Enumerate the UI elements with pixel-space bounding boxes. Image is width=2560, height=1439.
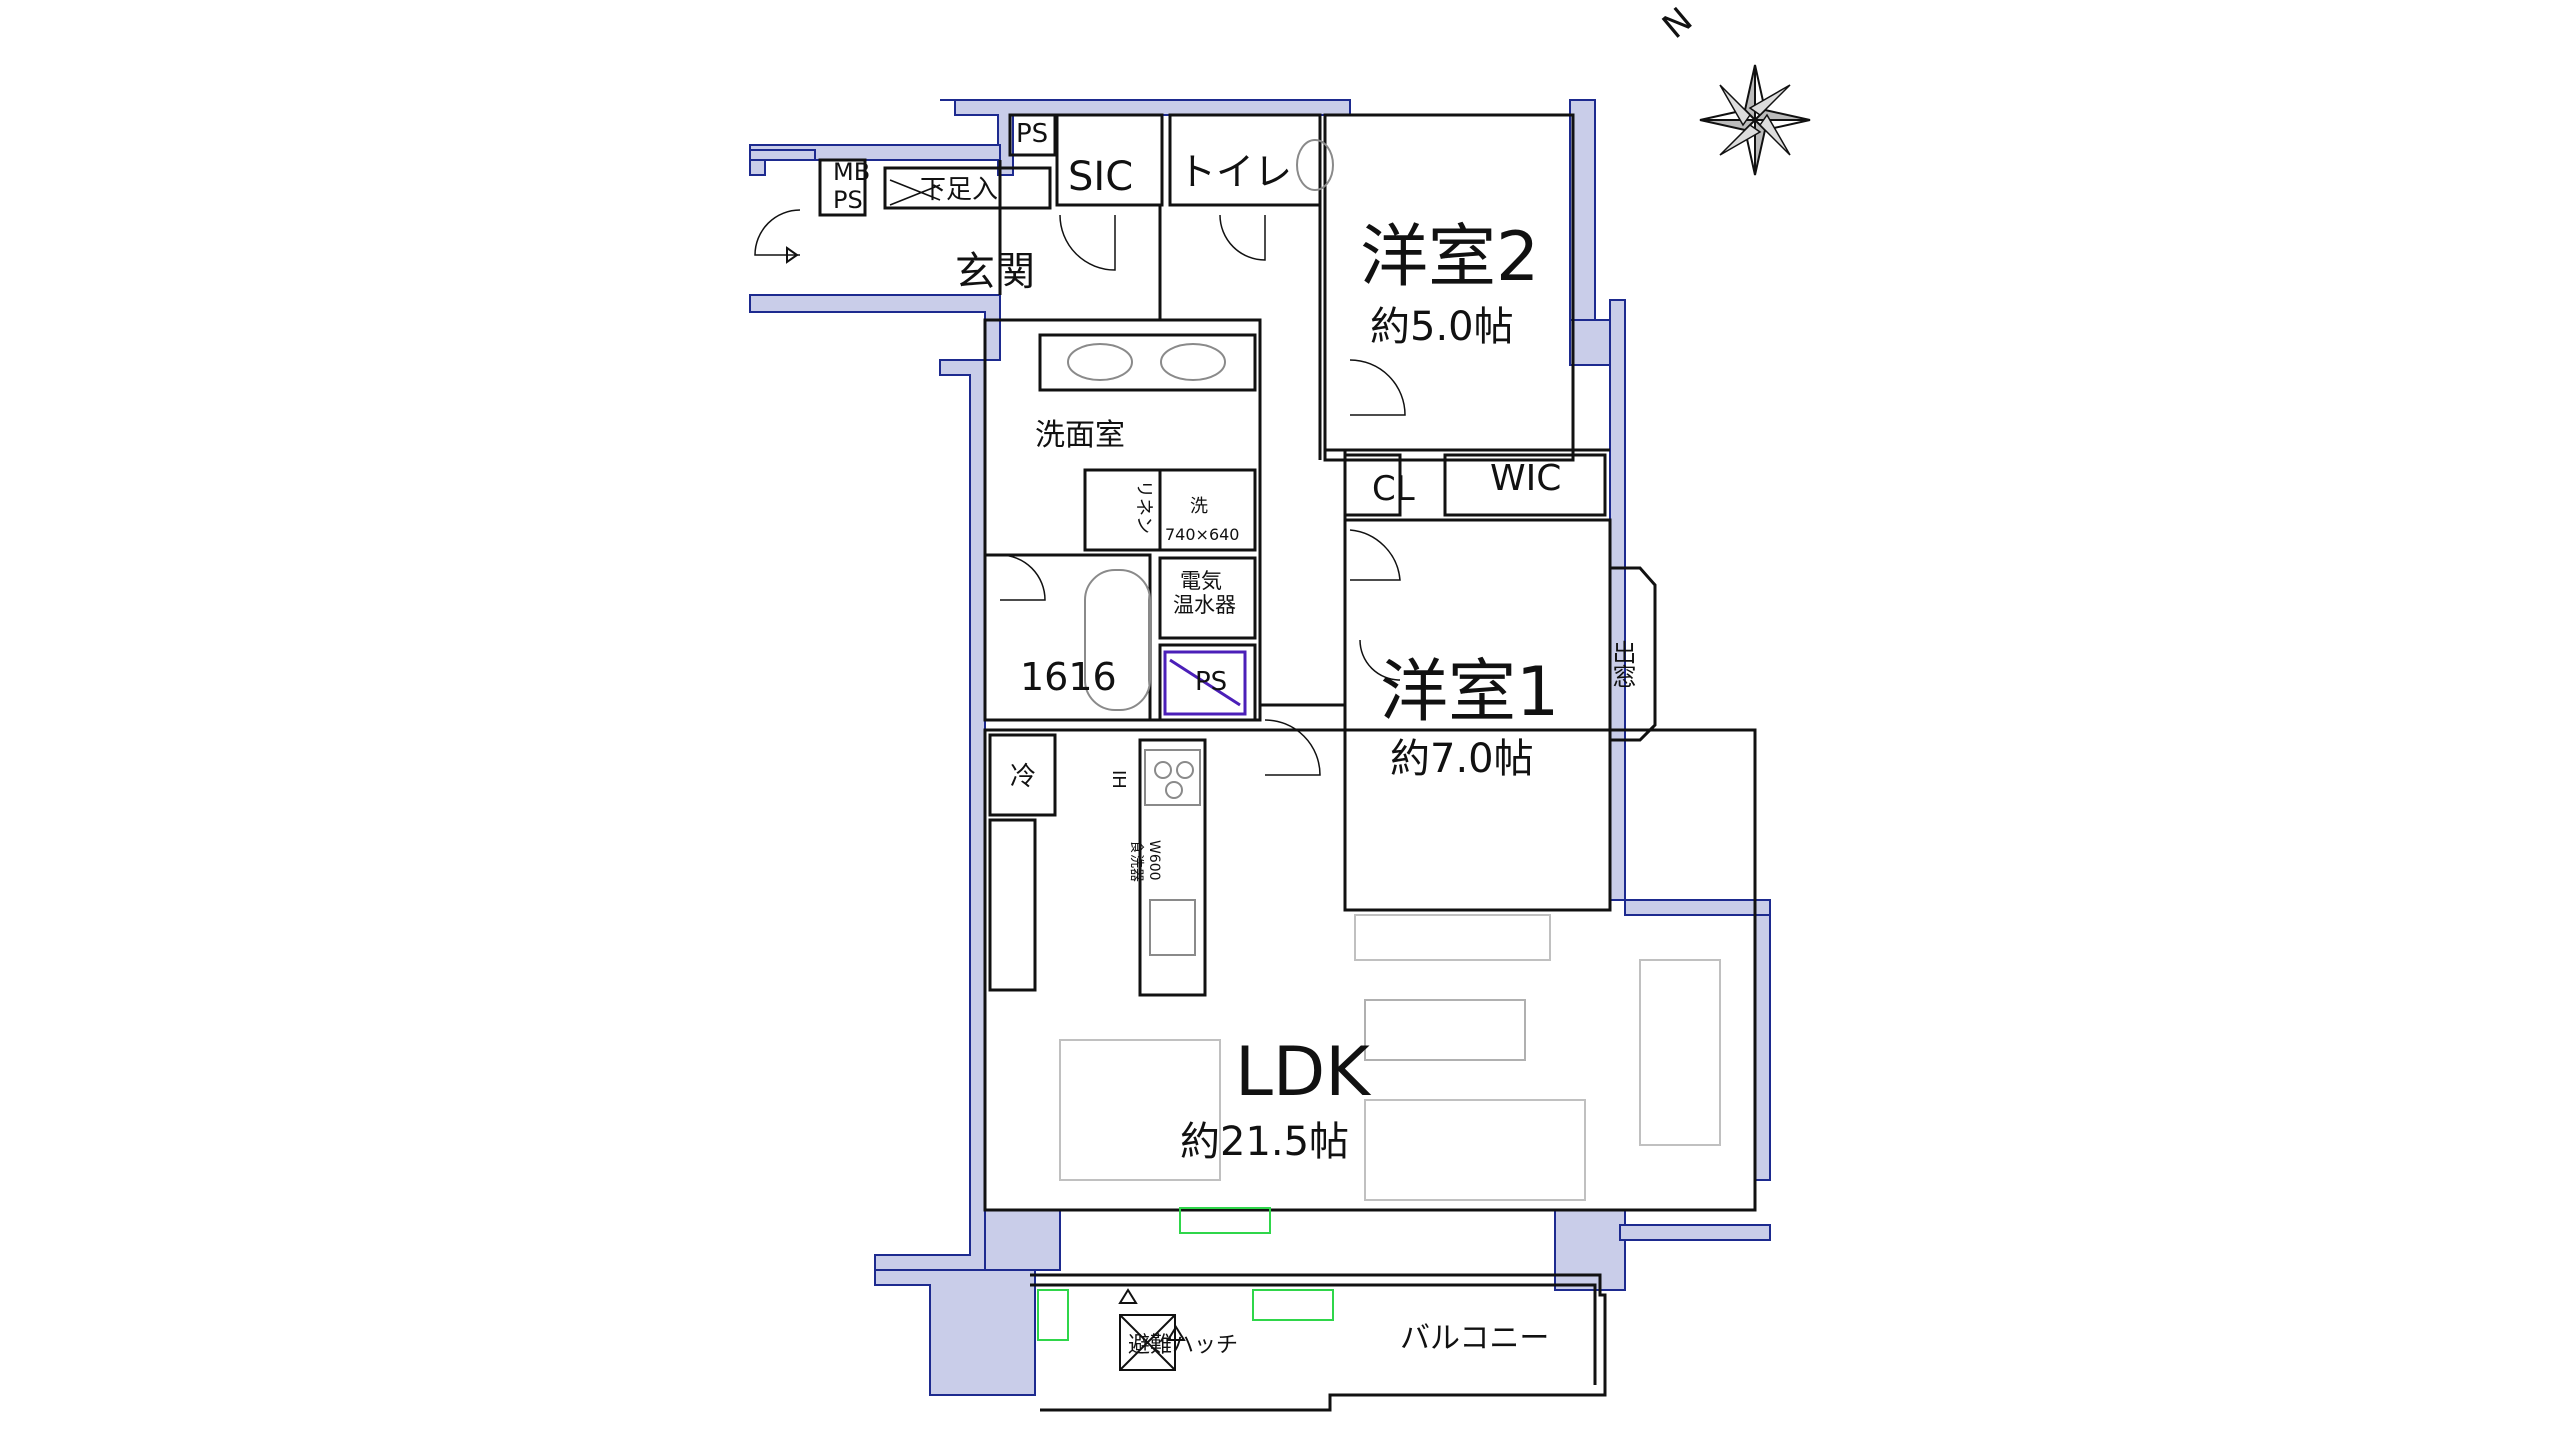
shoe-storage-label: 下足入	[920, 175, 998, 205]
ldk-size: 約21.5帖	[1180, 1119, 1349, 1165]
bedroom2-size: 約5.0帖	[1370, 304, 1514, 350]
mbps-top-label: MB	[833, 158, 870, 186]
balcony-label: バルコニー	[1400, 1321, 1549, 1356]
bedroom2-name: 洋室2	[1360, 218, 1539, 297]
bath-label: 1616	[1020, 655, 1117, 699]
fixtures	[1059, 139, 1721, 1201]
fridge-label: 冷	[1010, 762, 1036, 792]
entrance-label: 玄関	[955, 249, 1035, 295]
washroom-label: 洗面室	[1035, 418, 1125, 453]
washer-size-label: 740×640	[1165, 525, 1239, 544]
washer-label: 洗	[1190, 496, 1208, 517]
water-heater-label-1: 電気	[1180, 569, 1222, 593]
labels: MB PS PS 下足入 SIC トイレ 玄関 洗面室 リネン 洗 740×64…	[833, 119, 1636, 1358]
ldk-name: LDK	[1235, 1033, 1372, 1112]
evacuation-hatch-icon	[1118, 1288, 1186, 1371]
dishwasher-label-2: 食洗器	[1128, 840, 1145, 882]
water-heater-label-2: 温水器	[1173, 593, 1236, 617]
dishwasher-label-1: W600	[1146, 840, 1162, 881]
door-swings	[754, 179, 1406, 776]
cl-label: CL	[1372, 469, 1415, 509]
hatch-label: 避難ハッチ	[1128, 1333, 1238, 1358]
entrance-door-icon	[786, 246, 799, 264]
ih-label: IH	[1108, 770, 1129, 789]
sic-label: SIC	[1068, 154, 1133, 200]
linen-label: リネン	[1133, 480, 1154, 534]
bay-window-label: 出窓	[1608, 640, 1636, 688]
ps-pipe-icon	[1163, 650, 1247, 716]
mbps-bottom-label: PS	[833, 186, 863, 214]
interior-walls	[818, 113, 1757, 1412]
ps-mid-label: PS	[1195, 667, 1227, 697]
compass-icon: N	[1655, 0, 1811, 176]
bedroom1-name: 洋室1	[1380, 653, 1559, 732]
wic-label: WIC	[1490, 458, 1561, 499]
outer-walls	[749, 99, 1771, 1396]
green-markers	[1037, 1207, 1334, 1341]
ps-top-label: PS	[1016, 119, 1048, 149]
toilet-label: トイレ	[1178, 150, 1292, 194]
compass-north-label: N	[1655, 0, 1700, 47]
bedroom1-size: 約7.0帖	[1390, 736, 1534, 782]
